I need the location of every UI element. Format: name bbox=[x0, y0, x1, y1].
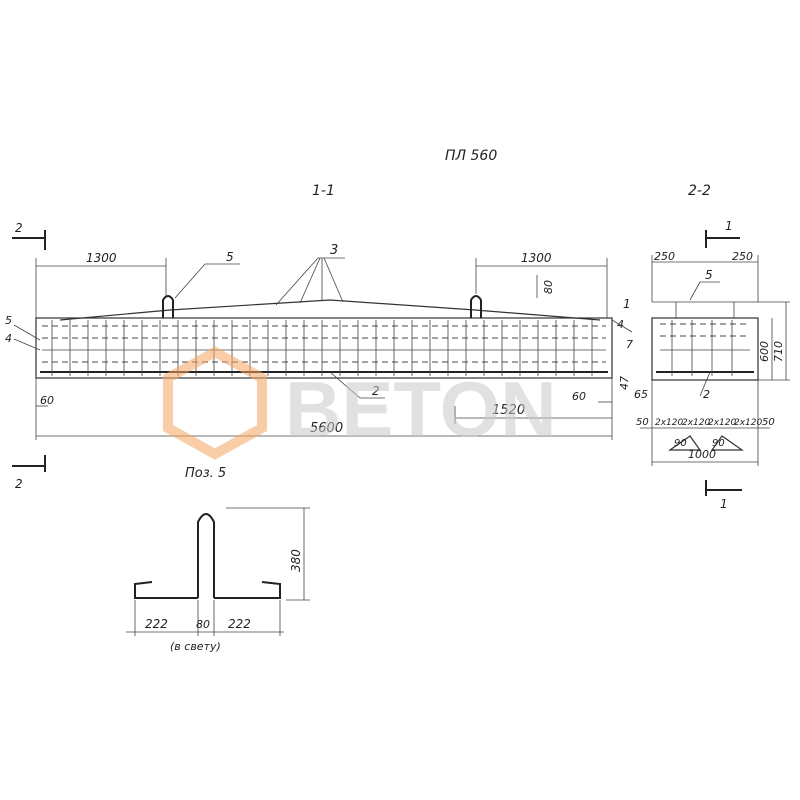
svg-text:80: 80 bbox=[542, 280, 555, 294]
svg-text:47: 47 bbox=[618, 376, 631, 390]
cut-mark-label: 2 bbox=[15, 477, 23, 491]
dim-top-right: 250 bbox=[732, 250, 753, 263]
svg-text:1520: 1520 bbox=[492, 403, 525, 418]
dim-b1: 2x120 bbox=[655, 418, 684, 428]
callout-left-5: 5 bbox=[5, 314, 12, 327]
dim-right-span: 1300 bbox=[475, 251, 608, 318]
dim-total-width: 1000 bbox=[688, 448, 716, 461]
callout-right-4: 4 bbox=[617, 318, 624, 331]
dim-b2: 2x120 bbox=[682, 418, 711, 428]
watermark-logo: BETON bbox=[163, 346, 557, 460]
dim-loop-left: 222 bbox=[145, 617, 168, 631]
watermark-hex bbox=[163, 346, 267, 460]
dim-top-left: 250 bbox=[654, 250, 675, 263]
section-2-2: 2-2 1 1 250 250 5 bbox=[634, 183, 790, 511]
loop-shape bbox=[197, 513, 215, 590]
dim-loop-mid: 80 bbox=[196, 618, 210, 631]
cut-mark-1-bottom: 1 bbox=[705, 480, 742, 511]
cut-mark-2-bottom: 2 bbox=[12, 455, 46, 491]
dim-left-end: 60 bbox=[35, 378, 54, 440]
section-2-outline bbox=[651, 317, 759, 381]
chamfer-left bbox=[668, 435, 702, 451]
drawing-title: ПЛ 560 bbox=[445, 148, 497, 164]
dim-b4: 2x120 bbox=[734, 418, 763, 428]
dim-b-left: 50 bbox=[636, 417, 649, 428]
svg-text:1300: 1300 bbox=[86, 251, 117, 265]
svg-text:1300: 1300 bbox=[521, 251, 552, 265]
chamfer-right bbox=[710, 435, 744, 451]
dim-right-side: 47 bbox=[618, 376, 631, 390]
dim-loop-height: 80 bbox=[536, 275, 555, 298]
dim-total: 5600 bbox=[36, 421, 612, 437]
callout-loop: 5 bbox=[226, 250, 234, 264]
callout-left-4: 4 bbox=[5, 332, 12, 345]
section-1-1: 1-1 2 2 5 bbox=[5, 183, 633, 491]
top-bent-bar bbox=[59, 299, 601, 321]
lifting-loop-right bbox=[470, 295, 482, 318]
dim-tri-right: 90 bbox=[712, 438, 725, 449]
svg-text:60: 60 bbox=[572, 390, 586, 403]
svg-text:5600: 5600 bbox=[310, 421, 343, 436]
callout-bars-bottom: 2 bbox=[372, 384, 380, 398]
watermark-text: BETON bbox=[285, 365, 557, 453]
section-2-label: 2-2 bbox=[688, 183, 711, 199]
dim-tri-left: 90 bbox=[674, 438, 687, 449]
callout-bars-top: 3 bbox=[330, 243, 338, 258]
dim-b3: 2x120 bbox=[708, 418, 737, 428]
svg-text:60: 60 bbox=[40, 394, 54, 407]
callout-right-7: 7 bbox=[626, 338, 633, 351]
section-1-label: 1-1 bbox=[312, 183, 335, 199]
cut-mark-label: 2 bbox=[15, 221, 23, 235]
dim-right-end: 60 bbox=[572, 378, 613, 440]
callout-right-1: 1 bbox=[623, 297, 631, 311]
cut-mark-1-top: 1 bbox=[705, 219, 740, 248]
dim-height-outer: 710 bbox=[772, 341, 785, 362]
callout-bar-2: 2 bbox=[703, 388, 710, 401]
dim-b-right: 50 bbox=[762, 417, 775, 428]
svg-text:1: 1 bbox=[725, 219, 733, 233]
cut-mark-2-top: 2 bbox=[12, 221, 46, 250]
dim-loop-height: 380 bbox=[289, 549, 303, 572]
dim-note: (в свету) bbox=[170, 640, 221, 653]
svg-text:1: 1 bbox=[720, 497, 728, 511]
dim-height-inner: 600 bbox=[758, 341, 771, 362]
detail-title: Поз. 5 bbox=[185, 466, 226, 481]
dim-left-span: 1300 bbox=[35, 251, 167, 318]
dim-loop-right: 222 bbox=[228, 617, 251, 631]
dim-mid: 1520 bbox=[454, 403, 612, 424]
lifting-loop-left bbox=[162, 295, 174, 318]
detail-pos-5: Поз. 5 380 222 80 222 (в свету) bbox=[126, 466, 310, 653]
dim-edge: 65 bbox=[634, 388, 648, 401]
callout-loop-2: 5 bbox=[705, 268, 713, 282]
